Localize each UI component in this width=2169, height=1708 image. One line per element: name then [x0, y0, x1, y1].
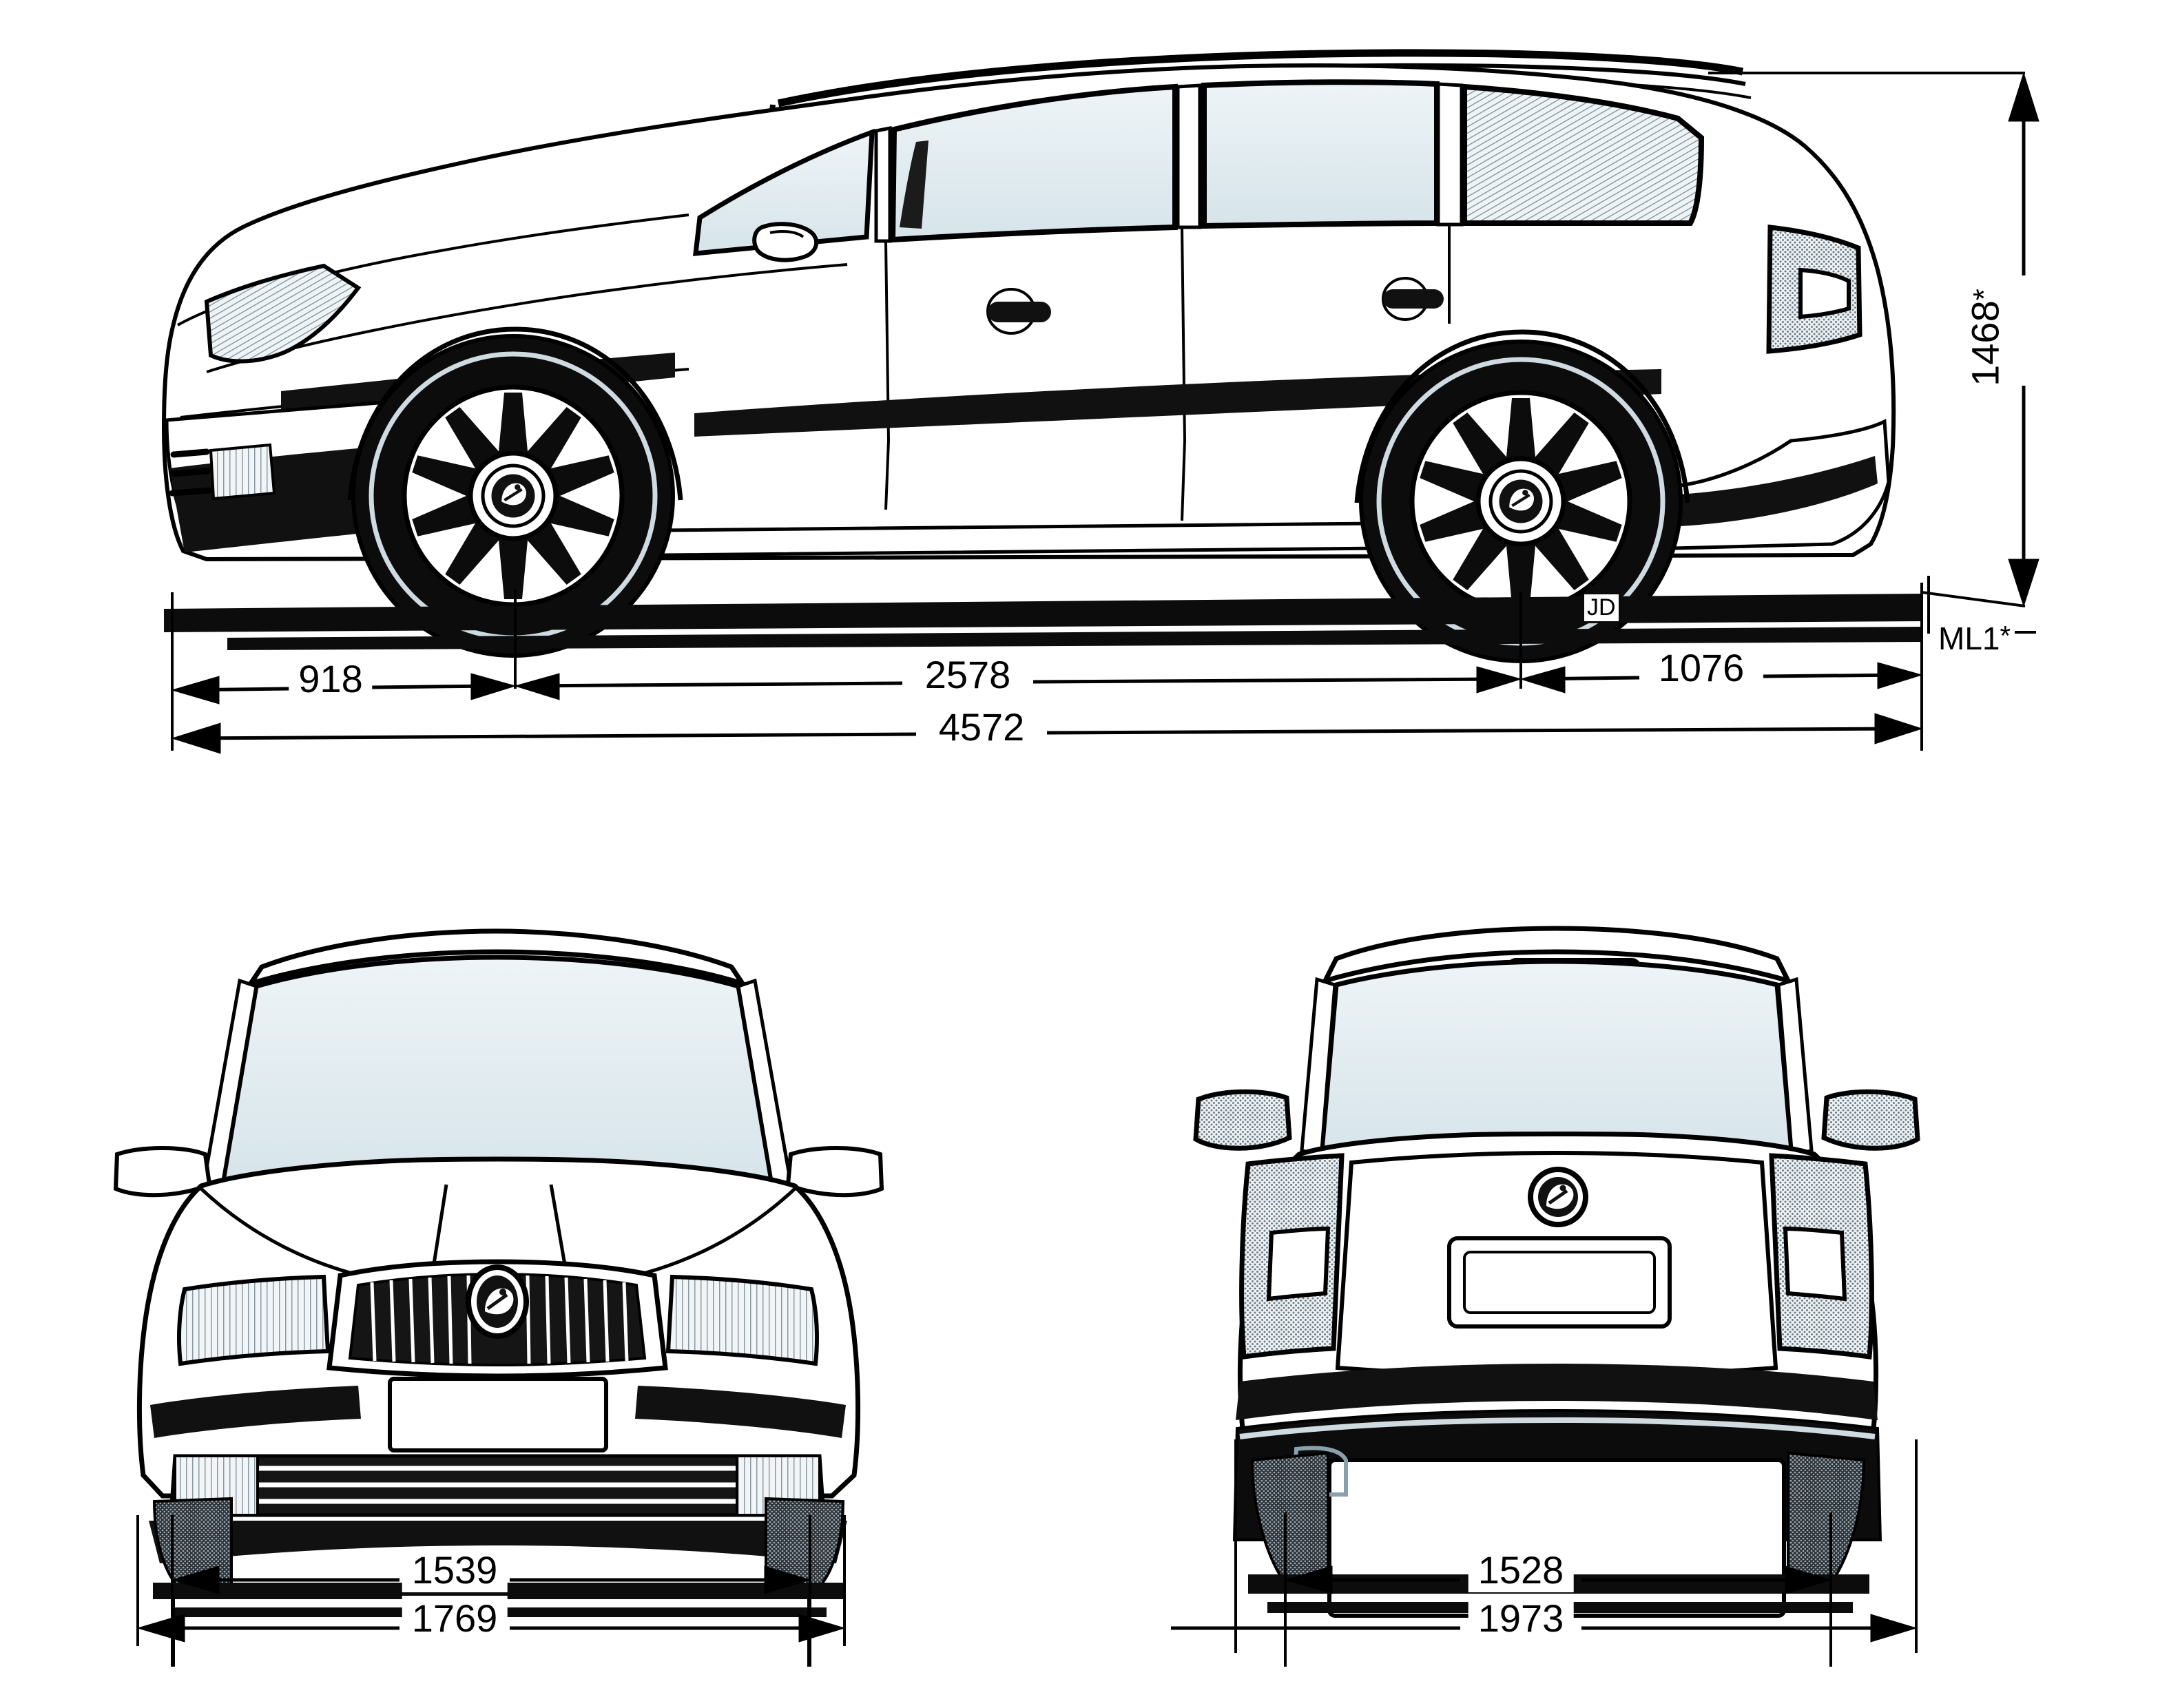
- artist-mark-label: JD: [1584, 594, 1619, 621]
- skoda-badge-front: [466, 1264, 529, 1339]
- front-mirror-right: [785, 1146, 884, 1198]
- dim-overall-height-group: 1468*: [1961, 282, 2009, 393]
- front-door-glass: [889, 83, 1178, 243]
- ml1-label-group: ML1*: [1934, 620, 2015, 657]
- rear-view-mirror-right: [1821, 1089, 1920, 1151]
- exhaust-cutout: [1291, 1446, 1348, 1497]
- rear-elevation-view: [1193, 926, 1920, 1618]
- wheel-centre-badge-front: [491, 474, 535, 518]
- dim-rear-track: 1528: [1468, 1548, 1574, 1592]
- height-note-asterisk: *: [1967, 289, 2002, 301]
- dim-front-track: 1539: [402, 1548, 508, 1592]
- headlight-side: [204, 263, 362, 364]
- dim-overall-length: 4572: [928, 705, 1035, 749]
- front-headlight-left: [177, 1274, 331, 1366]
- dim-rear-overhang: 1076: [1648, 645, 1754, 690]
- door-vent-window: [900, 140, 928, 229]
- front-licence-plate: [388, 1377, 608, 1452]
- front-wheel: [351, 334, 675, 658]
- wheel-centre-badge-rear: [1499, 479, 1543, 523]
- door-handles: [986, 277, 1444, 335]
- dim-front-overhang: 918: [289, 656, 373, 701]
- ml1-note-asterisk: *: [2000, 621, 2011, 652]
- ml1-label: ML1: [1938, 621, 2000, 656]
- dim-wheelbase: 2578: [915, 652, 1021, 697]
- front-lower-grille-slats: [178, 1466, 818, 1504]
- dim-rear-width-mirrors: 1973: [1468, 1596, 1574, 1641]
- front-fog-grille-side: [209, 443, 276, 501]
- ground-shadow: [164, 594, 1922, 632]
- rear-view-mirror-left: [1193, 1089, 1292, 1151]
- side-elevation-view: [161, 49, 1922, 663]
- rear-wheel: [1359, 340, 1683, 663]
- side-pillars: [874, 82, 1464, 243]
- side-mirror: [752, 222, 818, 262]
- front-headlight-right: [665, 1274, 819, 1366]
- door-shutlines: [884, 225, 1451, 521]
- front-dimension-lines: [136, 1515, 846, 1667]
- front-grille-slats-side: [169, 448, 213, 497]
- front-upper-bumper-band: [150, 1386, 361, 1438]
- front-elevation-view: [113, 928, 884, 1617]
- rear-bumper-band: [1236, 1364, 1878, 1420]
- front-lower-valance: [149, 1521, 847, 1563]
- dim-front-width: 1769: [402, 1596, 508, 1641]
- height-dimension: [1708, 72, 2040, 607]
- windscreen-glass: [693, 128, 875, 256]
- dim-overall-height: 1468: [1963, 300, 2007, 386]
- front-grille-slats: [370, 1275, 629, 1364]
- side-dimension-lines: [171, 583, 1923, 754]
- skoda-badge-rear: [1528, 1167, 1588, 1227]
- rear-quarter-glass: [1462, 83, 1705, 226]
- rear-dimension-lines: [1171, 1439, 1918, 1667]
- rear-wheel-arch: [1354, 329, 1690, 503]
